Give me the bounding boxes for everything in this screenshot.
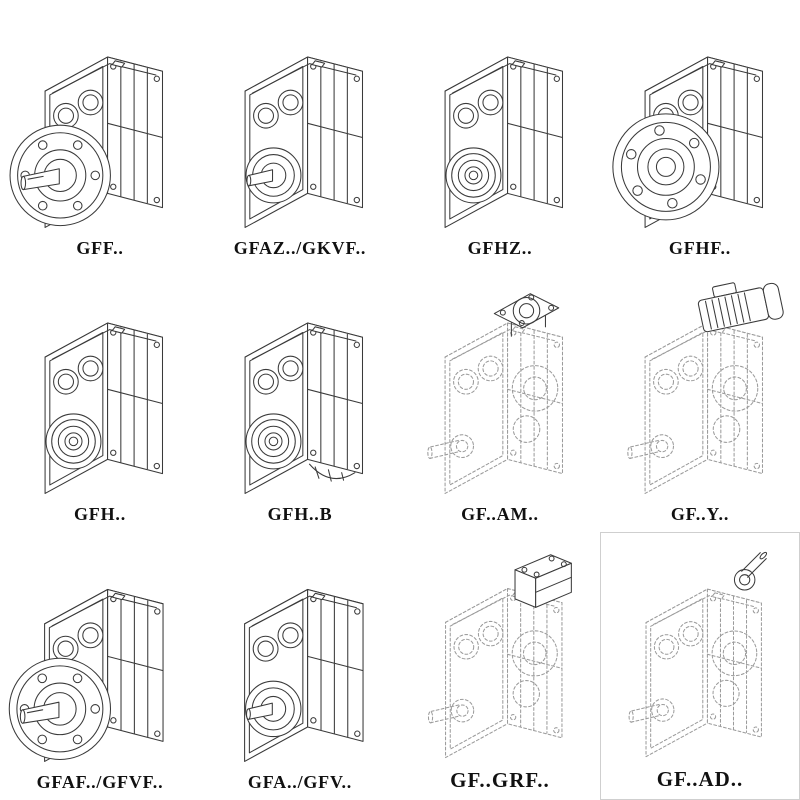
- gearbox-model-label: GF..AM..: [461, 504, 539, 524]
- gearbox-model-label: GFAF../GFVF..: [36, 772, 164, 792]
- gearbox-drawing-gf-am: [402, 270, 598, 502]
- gearbox-drawing-gfa: [202, 536, 398, 770]
- gearbox-drawing-gfh: [2, 270, 198, 502]
- gearbox-drawing-gfhf: [602, 4, 798, 236]
- gearbox-item: GFH..: [0, 266, 200, 532]
- gearbox-item: GFAZ../GKVF..: [200, 0, 400, 266]
- gearbox-item: GF..GRF..: [400, 532, 600, 800]
- gearbox-item: GFH..B: [200, 266, 400, 532]
- gearbox-drawing-gfaz: [202, 4, 398, 236]
- gearbox-drawing-gf-grf: [402, 536, 598, 766]
- gearbox-item: GFAF../GFVF..: [0, 532, 200, 800]
- gearbox-model-label: GFAZ../GKVF..: [233, 238, 367, 258]
- gearbox-model-label: GFHZ..: [467, 238, 533, 258]
- gearbox-item: GF..AD..: [600, 532, 800, 800]
- gearbox-drawing-gfh-b: [202, 270, 398, 502]
- gearbox-item: GFF..: [0, 0, 200, 266]
- gearbox-item: GFA../GFV..: [200, 532, 400, 800]
- gearbox-item: GFHF..: [600, 0, 800, 266]
- gearbox-model-label: GFH..B: [267, 504, 333, 524]
- gearbox-model-label: GFA../GFV..: [247, 772, 353, 792]
- gearbox-item: GF..Y..: [600, 266, 800, 532]
- gearbox-drawing-gfhz: [402, 4, 598, 236]
- gearbox-drawing-gfaf: [2, 536, 198, 770]
- gearbox-model-label: GF..Y..: [670, 504, 730, 524]
- gearbox-model-label: GF..AD..: [656, 767, 744, 791]
- gearbox-drawing-gf-ad: [603, 537, 797, 765]
- gearbox-model-label: GFH..: [74, 504, 126, 524]
- gearbox-item: GF..AM..: [400, 266, 600, 532]
- gearbox-model-label: GF..GRF..: [450, 768, 550, 792]
- gearbox-model-label: GFF..: [76, 238, 124, 258]
- gearbox-model-label: GFHF..: [668, 238, 732, 258]
- gearbox-drawing-gff: [2, 4, 198, 236]
- gearbox-drawing-gf-y: [602, 270, 798, 502]
- gearbox-item: GFHZ..: [400, 0, 600, 266]
